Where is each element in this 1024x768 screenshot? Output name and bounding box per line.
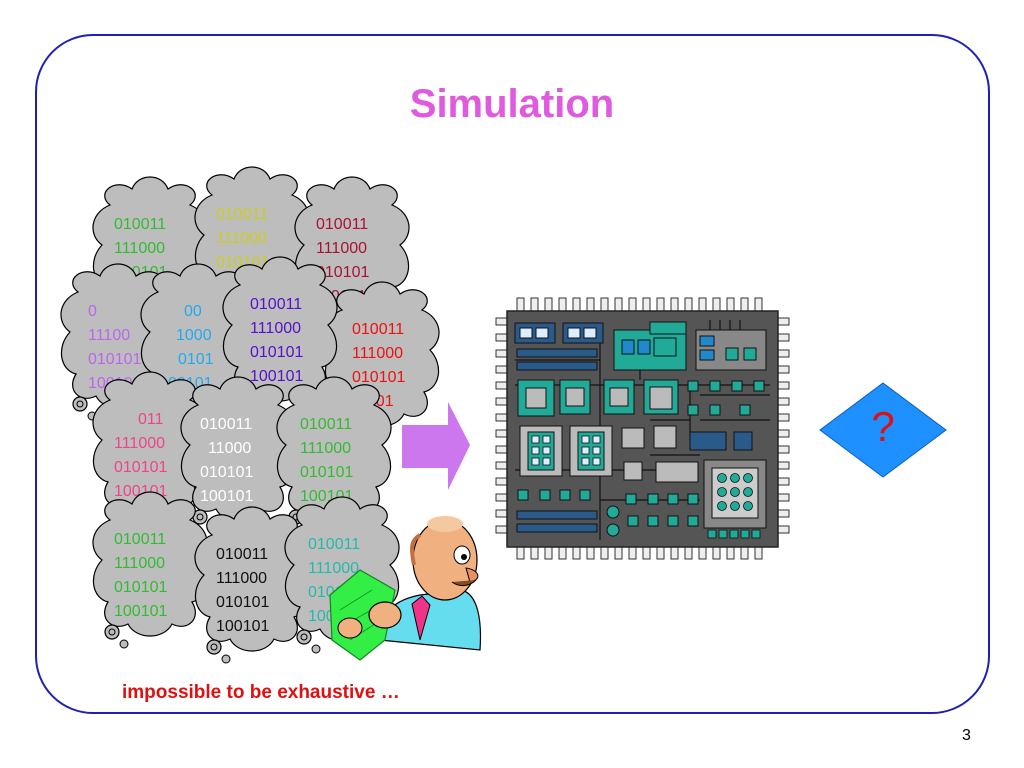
svg-text:11000: 11000: [208, 440, 251, 457]
svg-text:100101: 100101: [250, 368, 303, 385]
svg-text:011: 011: [138, 411, 164, 428]
svg-text:010101: 010101: [216, 594, 269, 611]
flow-arrow: [402, 402, 470, 490]
svg-text:010101: 010101: [200, 464, 253, 481]
svg-text:010011: 010011: [316, 216, 368, 233]
svg-text:010101: 010101: [114, 459, 167, 476]
test-vector-cloud: 010011 11000 010101 100101: [180, 376, 296, 534]
question-mark: ?: [871, 403, 895, 450]
svg-text:010101: 010101: [114, 579, 167, 596]
svg-text:111000: 111000: [352, 345, 403, 362]
svg-text:00: 00: [184, 303, 202, 320]
svg-text:010011: 010011: [352, 321, 404, 338]
test-vector-cloud: 010011 111000 010101 100101: [92, 491, 208, 649]
test-vector-cloud: 010011 111000 010101 100101: [222, 256, 338, 414]
svg-text:100101: 100101: [200, 488, 253, 505]
svg-text:010101: 010101: [300, 464, 353, 481]
svg-text:111000: 111000: [216, 230, 267, 247]
svg-text:111000: 111000: [316, 240, 367, 257]
svg-text:100101: 100101: [114, 603, 167, 620]
svg-text:010011: 010011: [200, 416, 252, 433]
svg-text:111000: 111000: [308, 560, 359, 577]
svg-text:010011: 010011: [114, 216, 166, 233]
svg-text:100101: 100101: [216, 618, 269, 635]
svg-text:111000: 111000: [300, 440, 351, 457]
svg-text:111000: 111000: [114, 555, 165, 572]
slide-title: Simulation: [409, 82, 615, 126]
svg-text:010101: 010101: [250, 344, 303, 361]
svg-text:010011: 010011: [114, 531, 166, 548]
slide-caption: impossible to be exhaustive …: [122, 682, 400, 703]
svg-text:010011: 010011: [216, 206, 268, 223]
page-number: 3: [962, 727, 971, 744]
svg-text:010101: 010101: [316, 264, 369, 281]
svg-text:11100: 11100: [88, 327, 130, 344]
svg-text:010101: 010101: [352, 369, 405, 386]
slide-frame: [35, 34, 990, 714]
svg-text:111000: 111000: [216, 570, 267, 587]
svg-text:010101: 010101: [88, 351, 141, 368]
test-vector-cloud: 010011 111000 010101 100101: [194, 506, 310, 664]
svg-text:010011: 010011: [250, 296, 302, 313]
engineer-illustration: [329, 516, 482, 661]
svg-text:0101: 0101: [178, 351, 214, 368]
svg-text:010011: 010011: [216, 546, 268, 563]
svg-text:111000: 111000: [250, 320, 301, 337]
svg-text:0: 0: [88, 303, 97, 320]
decision-diamond: [819, 382, 947, 478]
svg-text:1000: 1000: [176, 327, 212, 344]
svg-text:111000: 111000: [114, 240, 165, 257]
chip-illustration: [495, 297, 790, 560]
svg-text:010011: 010011: [300, 416, 352, 433]
svg-text:010011: 010011: [308, 536, 360, 553]
svg-text:111000: 111000: [114, 435, 165, 452]
